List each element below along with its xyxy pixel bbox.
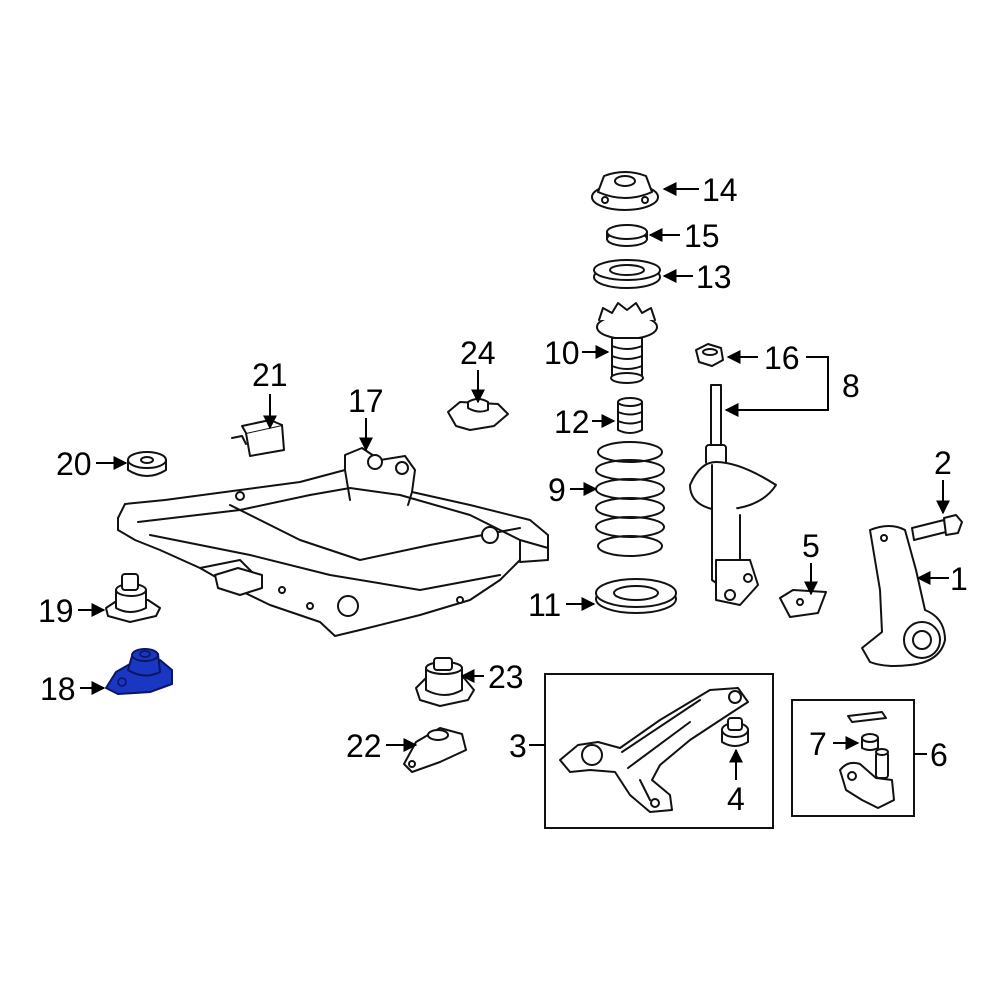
callout-8: 8 [842,368,860,404]
callout-16: 16 [764,340,800,376]
part-23-bushing[interactable] [415,657,475,707]
part-11-lower-seat[interactable] [595,578,677,614]
part-1-knuckle[interactable] [861,525,946,667]
callout-labels: 14 15 13 10 16 8 24 12 21 17 20 9 2 5 1 … [38,172,968,817]
part-9-coil-spring[interactable] [595,441,665,557]
callout-20: 20 [56,446,92,482]
part-20-bushing[interactable] [127,451,167,477]
part-12-bump-stop[interactable] [617,397,643,434]
part-16-nut[interactable] [695,343,724,367]
part-7-nut[interactable] [847,711,887,751]
callout-18: 18 [40,671,76,707]
part-5-bracket[interactable] [779,589,827,618]
callout-4: 4 [727,781,745,817]
part-17-subframe[interactable] [117,447,549,637]
callout-10: 10 [544,335,580,371]
part-6-ball-joint[interactable] [839,748,895,809]
ball-joint-group-box [791,699,915,817]
callout-2: 2 [934,445,952,481]
callout-19: 19 [38,593,74,629]
callout-9: 9 [548,472,566,508]
part-15-bearing[interactable] [606,224,648,247]
callout-24: 24 [460,335,496,371]
part-19-bushing[interactable] [105,573,161,623]
part-10-dust-boot[interactable] [596,302,658,384]
callout-1: 1 [950,561,968,597]
part-3-control-arm[interactable] [559,687,749,813]
part-14-strut-mount[interactable] [591,171,659,211]
part-24-mount[interactable] [447,398,509,431]
callout-13: 13 [696,259,732,295]
callout-12: 12 [554,404,590,440]
callout-22: 22 [346,728,382,764]
callout-14: 14 [702,172,738,208]
callout-23: 23 [488,659,524,695]
callout-15: 15 [684,218,720,254]
part-22-mount[interactable] [403,727,467,773]
callout-21: 21 [252,357,288,393]
callout-5: 5 [802,528,820,564]
control-arm-group-box [544,673,774,829]
callout-6: 6 [930,737,948,773]
part-8-strut[interactable] [689,384,777,606]
callout-17: 17 [348,383,384,419]
part-18-mount-highlighted[interactable] [105,648,173,695]
part-2-bolt[interactable] [911,514,963,541]
part-21-bracket[interactable] [231,419,285,457]
part-4-bushing[interactable] [721,717,749,747]
leader-lines [78,182,950,780]
part-13-upper-seat[interactable] [593,259,661,289]
callout-7: 7 [809,726,827,762]
callout-11: 11 [528,587,561,623]
callout-3: 3 [509,728,527,764]
